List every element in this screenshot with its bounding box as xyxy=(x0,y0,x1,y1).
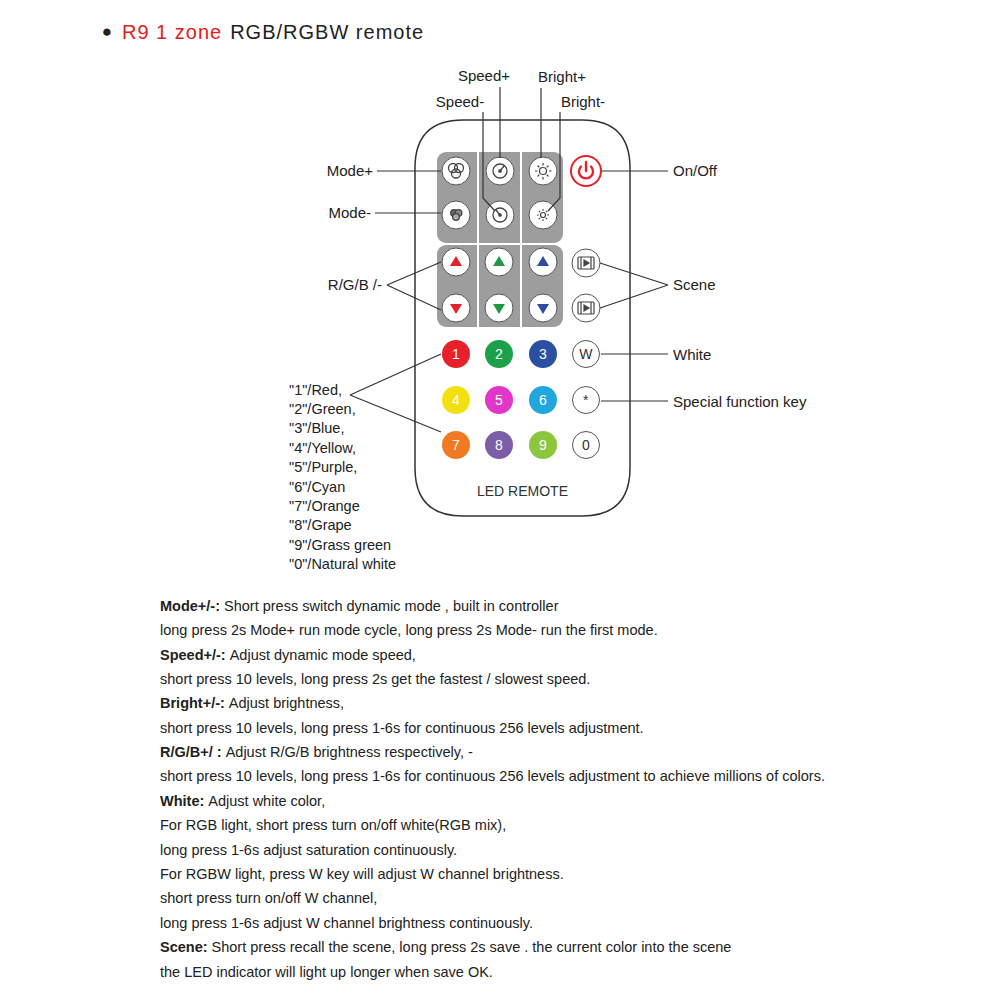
color-button: 2 xyxy=(485,340,513,368)
button-number: 2 xyxy=(495,347,503,361)
color-button: W xyxy=(572,340,600,368)
description-heading: R/G/B+/ : xyxy=(160,744,222,761)
description-text: For RGBW light, press W key will adjust … xyxy=(160,866,564,883)
callout-label: Special function key xyxy=(673,393,806,410)
callout-label: Bright+ xyxy=(538,68,586,85)
remote-body: LED REMOTE 1 2 3 W 4 5 6 * 7 8 9 0 xyxy=(413,118,632,518)
brightness-icons xyxy=(535,163,552,221)
callout-label: Mode+ xyxy=(327,162,373,179)
button-number: 7 xyxy=(452,438,460,452)
description-text: Adjust white color, xyxy=(208,793,325,810)
description-text: Short press switch dynamic mode , built … xyxy=(224,598,558,615)
brand-text: LED REMOTE xyxy=(477,484,568,498)
color-button: 9 xyxy=(529,431,557,459)
mode-icons xyxy=(449,164,464,221)
color-key-item: "7"/Orange xyxy=(289,498,360,515)
description-text: the LED indicator will light up longer w… xyxy=(160,964,493,981)
color-key-item: "6"/Cyan xyxy=(289,479,345,496)
description-text: Adjust R/G/B brightness respectively, - xyxy=(226,744,473,761)
callout-label: R/G/B /- xyxy=(328,276,382,293)
button-number: 4 xyxy=(452,393,460,407)
color-button: 8 xyxy=(485,431,513,459)
color-key-item: "1"/Red, xyxy=(289,382,342,399)
description-text: long press 1-6s adjust W channel brightn… xyxy=(160,915,533,932)
color-key-item: "2"/Green, xyxy=(289,401,356,418)
description-text: Adjust dynamic mode speed, xyxy=(230,647,416,664)
color-key-item: "5"/Purple, xyxy=(289,459,357,476)
description-text: Short press recall the scene, long press… xyxy=(212,939,732,956)
callout-label: Speed- xyxy=(436,93,484,110)
description-text: long press 1-6s adjust saturation contin… xyxy=(160,842,457,859)
color-button: 6 xyxy=(529,386,557,414)
color-button: 0 xyxy=(572,431,600,459)
description-heading: Bright+/-: xyxy=(160,695,225,712)
description-text: short press 10 levels, long press 1-6s f… xyxy=(160,768,825,785)
button-number: 3 xyxy=(539,347,547,361)
button-number: 1 xyxy=(452,347,460,361)
color-key-item: "9"/Grass green xyxy=(289,537,391,554)
button-number: 5 xyxy=(495,393,503,407)
button-number: 9 xyxy=(539,438,547,452)
bullet: ● xyxy=(102,22,112,42)
color-button: * xyxy=(572,386,600,414)
color-key-item: "4"/Yellow, xyxy=(289,440,356,457)
button-number: W xyxy=(579,347,592,361)
button-number: * xyxy=(583,393,588,407)
remote-outline xyxy=(413,118,632,518)
color-button: 5 xyxy=(485,386,513,414)
color-button: 7 xyxy=(442,431,470,459)
color-button: 1 xyxy=(442,340,470,368)
colour-arrows xyxy=(450,256,549,314)
button-number: 8 xyxy=(495,438,503,452)
color-key-item: "8"/Grape xyxy=(289,517,352,534)
description-text: short press 10 levels, long press 1-6s f… xyxy=(160,720,644,737)
callout-label: Speed+ xyxy=(458,67,510,84)
color-key-item: "3"/Blue, xyxy=(289,420,344,437)
power-button xyxy=(571,156,601,186)
description-heading: White: xyxy=(160,793,204,810)
speed-icons xyxy=(493,164,507,222)
button-number: 6 xyxy=(539,393,547,407)
color-button: 3 xyxy=(529,340,557,368)
button-panels xyxy=(437,152,563,327)
title-text: RGB/RGBW remote xyxy=(230,21,424,44)
description-text: Adjust brightness, xyxy=(229,695,344,712)
description-heading: Scene: xyxy=(160,939,208,956)
button-number: 0 xyxy=(582,438,590,452)
description-text: For RGB light, short press turn on/off w… xyxy=(160,817,506,834)
title-model: R9 1 zone xyxy=(122,21,222,44)
description-text: short press turn on/off W channel, xyxy=(160,890,377,907)
callout-label: Mode- xyxy=(328,204,371,221)
description-text: long press 2s Mode+ run mode cycle, long… xyxy=(160,622,658,639)
color-button: 4 xyxy=(442,386,470,414)
panel-dividers xyxy=(478,152,521,327)
description-heading: Speed+/-: xyxy=(160,647,226,664)
icon-buttons xyxy=(442,157,600,322)
callout-label: Bright- xyxy=(561,93,605,110)
callout-label: On/Off xyxy=(673,162,717,179)
scene-icons xyxy=(578,257,594,314)
description-text: short press 10 levels, long press 2s get… xyxy=(160,671,590,688)
callout-label: Scene xyxy=(673,276,716,293)
color-key-item: "0"/Natural white xyxy=(289,556,396,573)
description-heading: Mode+/-: xyxy=(160,598,220,615)
leader-lines xyxy=(350,87,668,432)
remote-outline-path xyxy=(415,120,630,516)
callout-label: White xyxy=(673,346,711,363)
